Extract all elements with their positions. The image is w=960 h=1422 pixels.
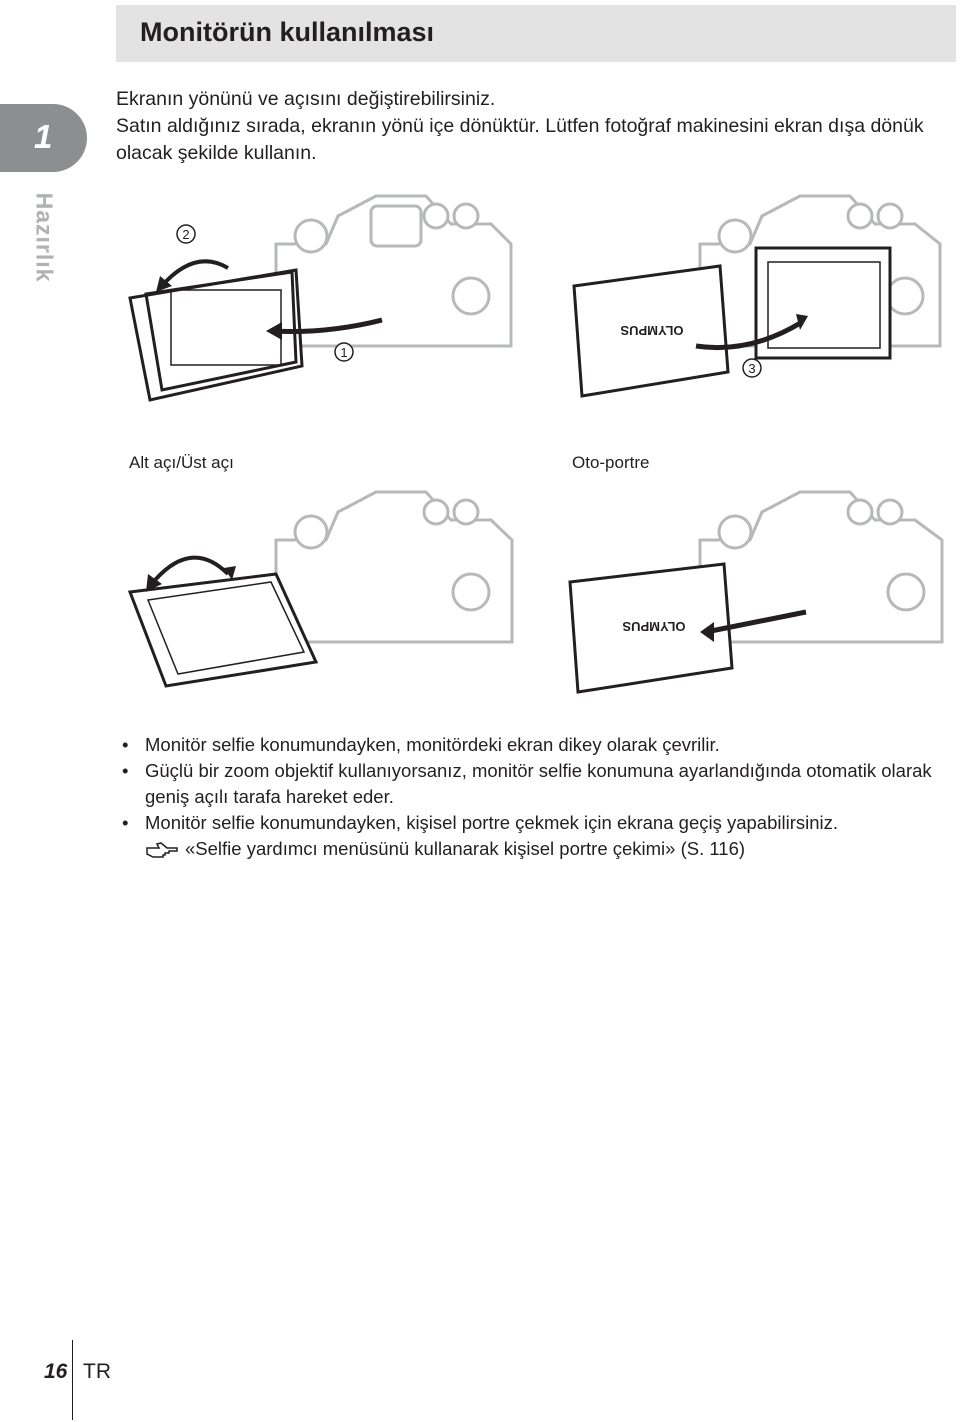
bullet-text-2: Güçlü bir zoom objektif kullanıyorsanız,… — [145, 760, 932, 807]
page-reference: «Selfie yardımcı menüsünü kullanarak kiş… — [118, 836, 958, 862]
reference-hand-icon — [146, 842, 178, 858]
brand-logo-mirrored: OLYMPUS — [620, 323, 683, 338]
bullet-list: • Monitör selfie konumundayken, monitörd… — [118, 732, 958, 862]
intro-line-2: Satın aldığınız sırada, ekranın yönü içe… — [116, 115, 924, 164]
camera-illustration-4: OLYMPUS — [568, 490, 944, 694]
list-item: • Güçlü bir zoom objektif kullanıyorsanı… — [118, 758, 958, 810]
list-item: • Monitör selfie konumundayken, monitörd… — [118, 732, 958, 758]
camera-illustration-2: OLYMPUS 3 — [572, 194, 942, 398]
bullet-text-1: Monitör selfie konumundayken, monitördek… — [145, 734, 720, 755]
chapter-name: Hazırlık — [31, 192, 58, 283]
step-circle-1 — [334, 342, 354, 362]
bullet-dot: • — [122, 734, 129, 755]
chapter-number: 1 — [34, 118, 53, 155]
intro-text: Ekranın yönünü ve açısını değiştirebilir… — [116, 86, 956, 167]
bullet-dot: • — [122, 760, 129, 781]
chapter-side-label: Hazırlık — [32, 186, 58, 286]
page-title: Monitörün kullanılması — [140, 17, 435, 47]
step-circle-3 — [742, 358, 762, 378]
page-language: TR — [83, 1360, 111, 1383]
footer-divider — [72, 1340, 73, 1420]
brand-logo-upside-down: OLYMPUS — [622, 619, 685, 634]
caption-selfie: Oto-portre — [572, 453, 650, 472]
bullet-text-3: Monitör selfie konumundayken, kişisel po… — [145, 812, 839, 833]
caption-low-high-angle: Alt açı/Üst açı — [129, 453, 234, 472]
bullet-dot: • — [122, 812, 129, 833]
step-circle-2 — [176, 224, 196, 244]
chapter-tab: 1 — [0, 104, 87, 172]
reference-text: «Selfie yardımcı menüsünü kullanarak kiş… — [185, 838, 746, 859]
figure-flip-monitor: 2 1 — [116, 186, 516, 416]
list-item: • Monitör selfie konumundayken, kişisel … — [118, 810, 958, 836]
step-label-1: 1 — [340, 345, 347, 360]
figure-selfie-position: OLYMPUS — [566, 482, 950, 697]
figure-tilt-monitor — [126, 482, 516, 697]
step-label-3: 3 — [748, 361, 755, 376]
figure-selfie-rotate: OLYMPUS 3 — [570, 186, 950, 416]
page-number: 16 — [44, 1360, 68, 1383]
section-title-bar: Monitörün kullanılması — [116, 5, 956, 62]
camera-illustration-3 — [127, 490, 514, 688]
intro-line-1: Ekranın yönünü ve açısını değiştirebilir… — [116, 88, 496, 110]
step-label-2: 2 — [182, 227, 189, 242]
camera-illustration-1: 2 1 — [128, 194, 513, 402]
